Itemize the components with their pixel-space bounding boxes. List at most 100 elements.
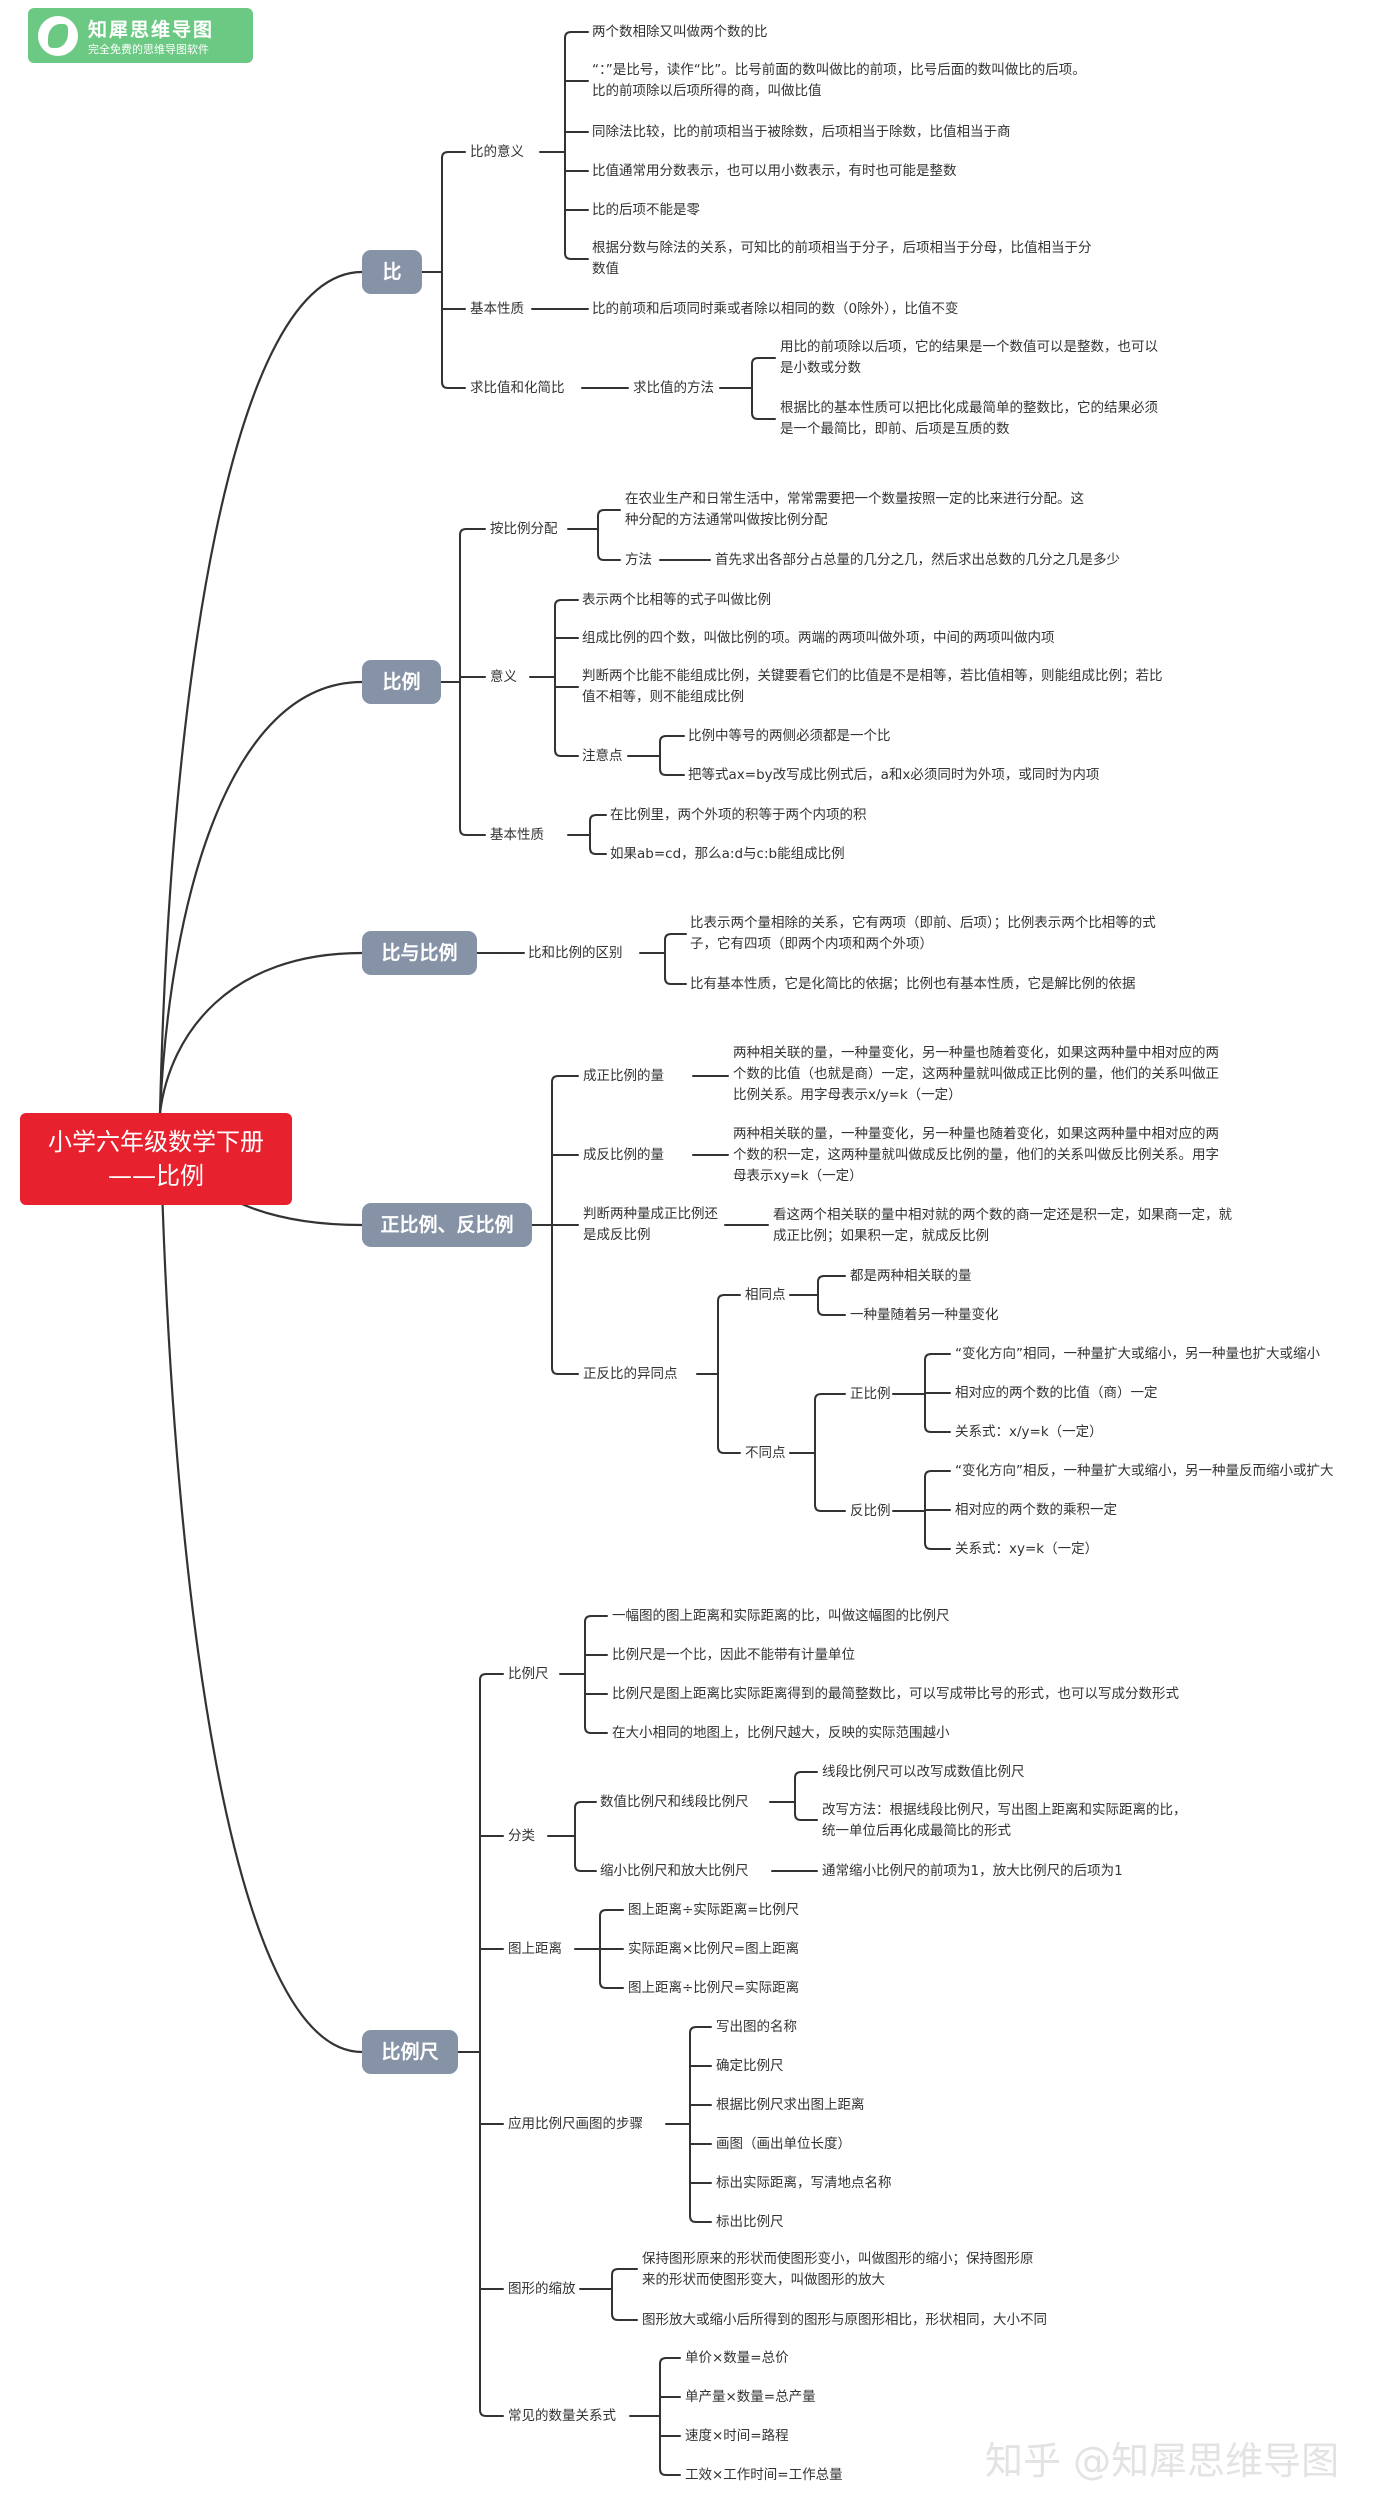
node-negative[interactable]: 反比例	[850, 1503, 891, 1519]
leaf: 表示两个比相等的式子叫做比例	[582, 592, 771, 608]
connector	[611, 2268, 638, 2276]
node-map-distance[interactable]: 图上距离	[508, 1941, 562, 1957]
node-ratio-meaning[interactable]: 比的意义	[470, 144, 524, 160]
leaf: 标出比例尺	[716, 2214, 784, 2230]
leaf: 比例中等号的两侧必须都是一个比	[688, 728, 891, 744]
node-proportion-basic[interactable]: 基本性质	[490, 827, 544, 843]
node-classification[interactable]: 分类	[508, 1828, 535, 1844]
node-class-a[interactable]: 数值比例尺和线段比例尺	[600, 1794, 749, 1810]
branch-proportion[interactable]: 比例	[362, 660, 441, 704]
leaf: “变化方向”相反，一种量扩大或缩小，另一种量反而缩小或扩大	[955, 1463, 1334, 1479]
leaf: 画图（画出单位长度）	[716, 2136, 851, 2152]
leaf: 速度×时间=路程	[685, 2428, 789, 2444]
leaf: 用比的前项除以后项，它的结果是一个数值可以是整数，也可以是小数或分数	[780, 339, 1158, 376]
branch-scale[interactable]: 比例尺	[362, 2030, 458, 2074]
leaf: 比例尺是一个比，因此不能带有计量单位	[612, 1647, 855, 1663]
node-inverse[interactable]: 成反比例的量	[583, 1147, 664, 1163]
connector	[574, 1864, 597, 1872]
leaf: 线段比例尺可以改写成数值比例尺	[822, 1764, 1025, 1780]
leaf: 实际距离×比例尺=图上距离	[628, 1941, 800, 1957]
leaf: 把等式ax=by改写成比例式后，a和x必须同时为外项，或同时为内项	[688, 767, 1100, 783]
leaf: 都是两种相关联的量	[850, 1268, 972, 1284]
leaf: 图上距离÷比例尺=实际距离	[628, 1980, 800, 1996]
leaf: 在比例里，两个外项的积等于两个内项的积	[610, 807, 867, 823]
leaf: 单价×数量=总价	[685, 2350, 789, 2366]
connector	[589, 847, 607, 855]
connector	[814, 1393, 846, 1401]
leaf: 在大小相同的地图上，比例尺越大，反映的实际范围越小	[612, 1725, 950, 1741]
leaf: 首先求出各部分占总量的几分之几，然后求出总数的几分之几是多少	[715, 552, 1120, 568]
root-topic[interactable]: 小学六年级数学下册 ——比例	[20, 1113, 292, 1205]
node-ratio-method[interactable]: 求比值的方法	[633, 380, 714, 396]
leaf: 比值通常用分数表示，也可以用小数表示，有时也可能是整数	[592, 163, 957, 179]
node-judge[interactable]: 判断两种量成正比例还是成反比例	[583, 1206, 718, 1243]
root-title-line1: 小学六年级数学下册	[48, 1128, 264, 1156]
node-proportion-meaning[interactable]: 意义	[490, 669, 517, 685]
connector	[597, 553, 621, 561]
node-relations[interactable]: 常见的数量关系式	[508, 2408, 616, 2424]
leaf: 两种相关联的量，一种量变化，另一种量也随着变化，如果这两种量中相对应的两个数的比…	[733, 1045, 1219, 1103]
leaf: 单产量×数量=总产量	[685, 2389, 816, 2405]
leaf: “：”是比号，读作“比”。比号前面的数叫做比的前项，比号后面的数叫做比的后项。比…	[592, 62, 1086, 99]
watermark: 知乎 @知犀思维导图	[985, 2439, 1340, 2483]
leaf: 确定比例尺	[716, 2058, 784, 2074]
connector	[158, 951, 364, 1115]
connector	[554, 749, 579, 757]
branch-ratio-vs-proportion[interactable]: 比与比例	[362, 931, 477, 975]
node-ratio-simplify[interactable]: 求比值和化简比	[470, 380, 565, 396]
leaf: “变化方向”相同，一种量扩大或缩小，另一种量也扩大或缩小	[955, 1346, 1320, 1362]
root-title-line2: ——比例	[108, 1162, 204, 1190]
leaf: 比例尺是图上距离比实际距离得到的最简整数比，可以写成带比号的形式，也可以写成分数…	[612, 1686, 1179, 1702]
node-same[interactable]: 相同点	[745, 1287, 786, 1303]
leaf: 如果ab=cd，那么a:d与c:b能组成比例	[610, 846, 845, 862]
leaf: 图上距离÷实际距离=比例尺	[628, 1902, 800, 1918]
connector	[659, 735, 685, 743]
connector	[751, 412, 776, 420]
connector	[554, 599, 579, 607]
connector	[479, 2409, 504, 2417]
leaf: 两个数相除又叫做两个数的比	[592, 24, 768, 40]
node-direct[interactable]: 成正比例的量	[583, 1068, 664, 1084]
connector	[584, 1726, 608, 1734]
leaf: 根据比的基本性质可以把比化成最简单的整数比，它的结果必须是一个最简比，即前、后项…	[780, 400, 1158, 437]
node-scale[interactable]: 比例尺	[508, 1666, 549, 1682]
node-dist-method[interactable]: 方法	[625, 552, 652, 568]
node-zoom[interactable]: 图形的缩放	[508, 2281, 576, 2297]
connector	[924, 1353, 951, 1361]
leaf: 工效×工作时间=工作总量	[685, 2467, 843, 2483]
leaf: 比的后项不能是零	[592, 202, 700, 218]
node-positive[interactable]: 正比例	[850, 1386, 891, 1402]
connector	[479, 1673, 504, 1681]
connector	[717, 1446, 741, 1454]
logo-badge: 知犀思维导图 完全免费的思维导图软件	[28, 8, 253, 63]
leaf: 相对应的两个数的乘积一定	[955, 1502, 1117, 1518]
node-ratio-basic[interactable]: 基本性质	[470, 301, 524, 317]
connector	[158, 680, 364, 1115]
connector	[817, 1308, 846, 1316]
node-note[interactable]: 注意点	[582, 748, 623, 764]
leaf: 看这两个相关联的量中相对就的两个数的商一定还是积一定，如果商一定，就成正比例；如…	[773, 1207, 1232, 1244]
leaf: 比有基本性质，它是化简比的依据；比例也有基本性质，它是解比例的依据	[690, 976, 1136, 992]
branch-ratio[interactable]: 比	[362, 250, 422, 294]
connector	[924, 1542, 951, 1550]
leaf: 两种相关联的量，一种量变化，另一种量也随着变化，如果这两种量中相对应的两个数的积…	[733, 1126, 1219, 1184]
node-class-b[interactable]: 缩小比例尺和放大比例尺	[600, 1863, 749, 1879]
connector	[158, 270, 364, 1115]
node-different[interactable]: 不同点	[745, 1445, 786, 1461]
connector	[924, 1425, 951, 1433]
node-difference[interactable]: 比和比例的区别	[528, 945, 623, 961]
connector	[689, 2215, 712, 2223]
logo-title: 知犀思维导图	[88, 19, 215, 41]
leaf: 保持图形原来的形状而使图形变小，叫做图形的缩小；保持图形原来的形状而使图形变大，…	[642, 2251, 1034, 2288]
node-compare[interactable]: 正反比的异同点	[583, 1366, 678, 1382]
leaf: 一种量随着另一种量变化	[850, 1307, 999, 1323]
branch-direct-inverse[interactable]: 正比例、反比例	[362, 1203, 532, 1247]
connector	[664, 977, 687, 985]
connector	[611, 2313, 638, 2321]
node-distribution[interactable]: 按比例分配	[490, 521, 558, 537]
connector	[441, 381, 466, 389]
node-draw-steps[interactable]: 应用比例尺画图的步骤	[508, 2116, 643, 2132]
leaf: 写出图的名称	[716, 2019, 797, 2035]
connector	[551, 1075, 579, 1083]
